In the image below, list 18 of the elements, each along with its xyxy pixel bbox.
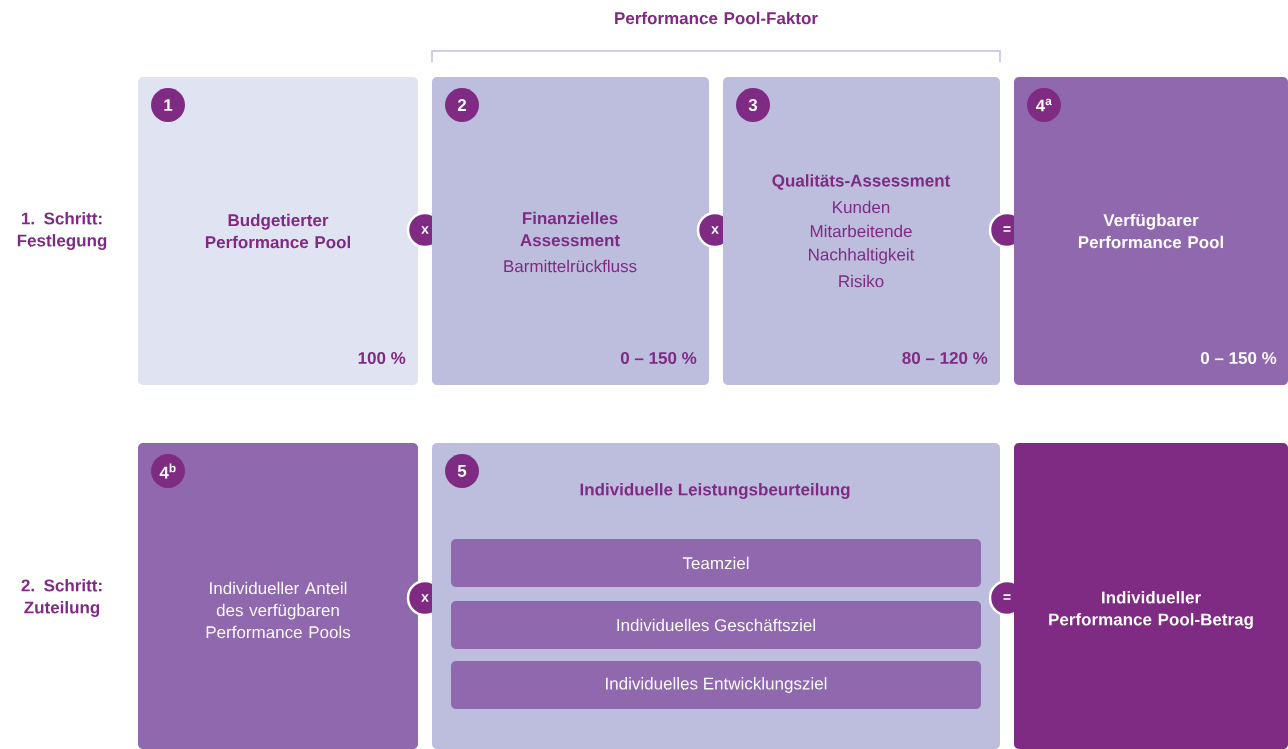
row-label: 2. Schritt: Zuteilung	[21, 579, 102, 617]
step-card: Teamziel	[451, 539, 981, 587]
number-badge: 5	[445, 454, 479, 488]
step-card: 1 Budgetierter Performance Pool 100 %	[138, 77, 418, 385]
number-badge: 3	[736, 88, 770, 122]
step-card: Individueller Performance Pool-Betrag	[1014, 443, 1288, 749]
row-label: 1. Schritt: Festlegung	[17, 212, 107, 250]
bracket-title: Performance Pool-Faktor	[615, 11, 818, 25]
step-card: 2 Finanzielles Assessment Barmittelrückfluss 0 – 150 %	[432, 77, 709, 385]
step-card: 4$^{a}$ Verfügbarer Performance Pool 0 – 150 %	[1014, 77, 1288, 385]
number-badge: 4$^{a}$	[1027, 88, 1061, 122]
step-card: Individuelles Geschäftsziel	[451, 601, 981, 649]
number-badge: 1	[151, 88, 185, 122]
step-card: 3 Qualitäts-Assessment Kunden Mitarbeitende Nachhaltigkeit Risiko 80 – 120 %	[723, 77, 1000, 385]
step-card: Individuelles Entwicklungsziel	[451, 661, 981, 709]
step-card: 4$^{b}$ Individueller Anteil des verfügbaren Performance Pools	[138, 443, 418, 749]
number-badge: 2	[445, 88, 479, 122]
number-badge: 4$^{b}$	[151, 454, 185, 488]
